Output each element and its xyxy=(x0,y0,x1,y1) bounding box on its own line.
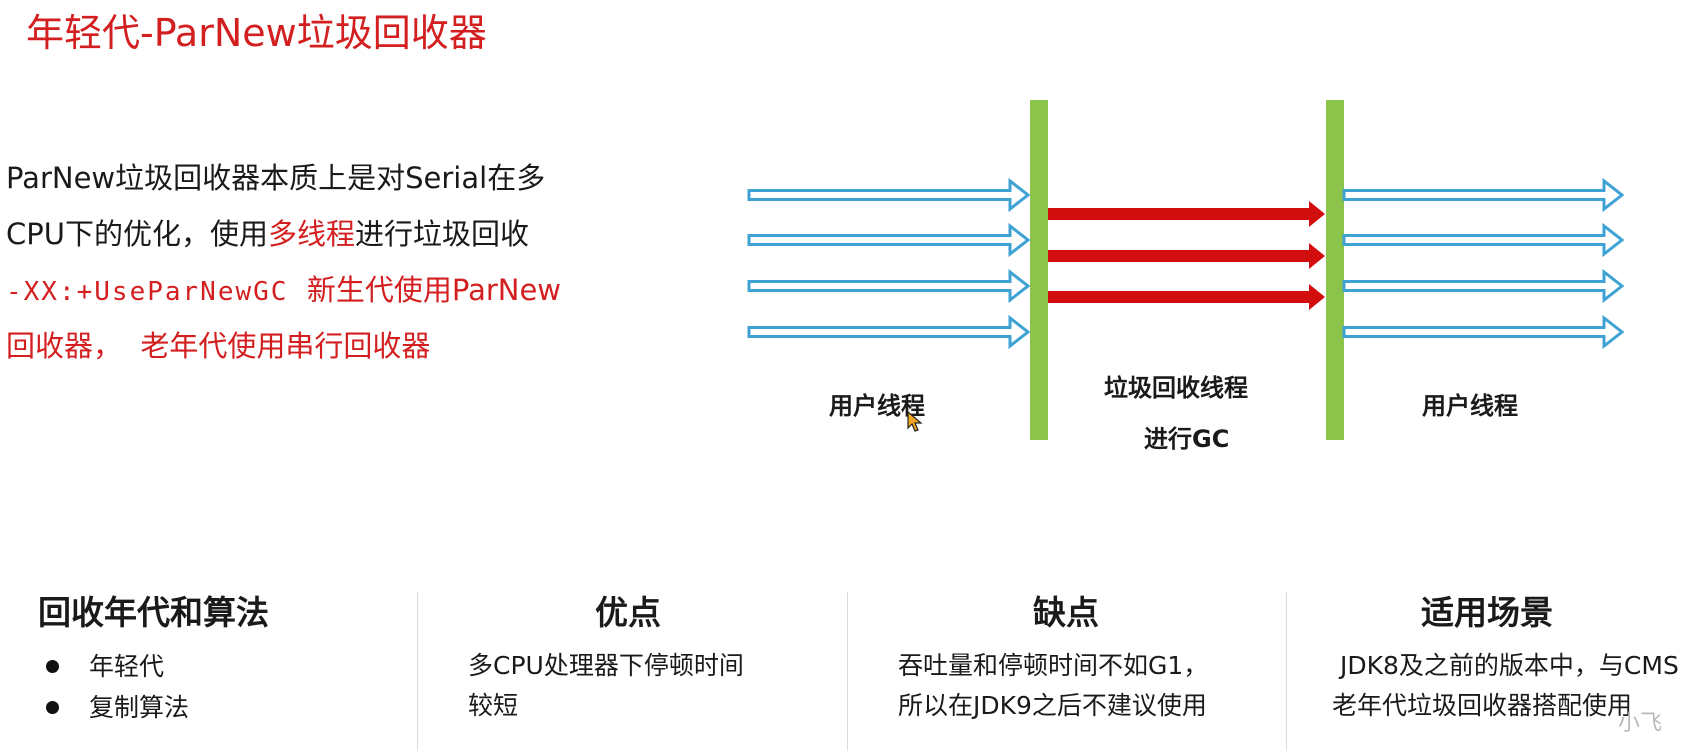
description-line-3: -XX:+UseParNewGC 新生代使用ParNew xyxy=(6,262,646,318)
bullet-icon xyxy=(46,701,59,714)
gc-thread-label: 垃圾回收线程 xyxy=(1104,374,1248,402)
safepoint-bar-left xyxy=(1030,100,1048,440)
use-cases-header: 适用场景 xyxy=(1421,593,1553,632)
disadvantages-column: 缺点 吞吐量和停顿时间不如G1， 所以在JDK9之后不建议使用 xyxy=(898,588,1298,751)
algorithm-header: 回收年代和算法 xyxy=(38,593,269,632)
jvm-flag-code: -XX:+UseParNewGC xyxy=(6,277,289,307)
gc-thread-arrow xyxy=(1048,284,1325,310)
watermark: 小飞 xyxy=(1618,711,1663,736)
use-cases-line-2: 老年代垃圾回收器搭配使用 xyxy=(1332,691,1633,720)
description-line-2: CPU下的优化，使用多线程进行垃圾回收 xyxy=(6,206,646,262)
left-user-thread-arrows xyxy=(747,177,1031,350)
description: ParNew垃圾回收器本质上是对Serial在多 CPU下的优化，使用多线程进行… xyxy=(6,150,646,374)
user-thread-arrow xyxy=(747,222,1031,258)
algorithm-column: 回收年代和算法 年轻代 复制算法 xyxy=(38,588,408,751)
disadvantages-header: 缺点 xyxy=(1033,593,1099,632)
description-line-2-suffix: 进行垃圾回收 xyxy=(354,217,529,251)
column-divider xyxy=(1286,592,1287,751)
list-item: 复制算法 xyxy=(38,687,408,728)
safepoint-bar-right xyxy=(1326,100,1344,440)
description-line-3-text: 新生代使用ParNew xyxy=(306,273,562,307)
right-user-thread-label: 用户线程 xyxy=(1422,392,1518,420)
user-thread-arrow xyxy=(1342,314,1625,350)
algorithm-item-generation: 年轻代 xyxy=(89,652,165,681)
user-thread-arrow xyxy=(747,177,1031,213)
gc-thread-arrow xyxy=(1048,243,1325,269)
column-divider xyxy=(847,592,848,751)
gc-thread-sublabel: 进行GC xyxy=(1144,425,1230,453)
description-line-2-prefix: CPU下的优化，使用 xyxy=(6,217,268,251)
right-user-thread-arrows xyxy=(1342,177,1625,350)
user-thread-arrow xyxy=(747,268,1031,304)
user-thread-arrow xyxy=(1342,222,1625,258)
use-cases-line-1: JDK8及之前的版本中，与CMS xyxy=(1340,651,1679,680)
user-thread-arrow xyxy=(1342,268,1625,304)
page-title: 年轻代-ParNew垃圾回收器 xyxy=(26,11,487,55)
gc-thread-arrow xyxy=(1048,201,1325,227)
advantages-header: 优点 xyxy=(595,593,661,632)
user-thread-arrow xyxy=(747,314,1031,350)
disadvantages-line-2: 所以在JDK9之后不建议使用 xyxy=(898,691,1207,720)
advantages-column: 优点 多CPU处理器下停顿时间 较短 xyxy=(468,588,848,751)
disadvantages-line-1: 吞吐量和停顿时间不如G1， xyxy=(898,651,1209,680)
gc-thread-arrows xyxy=(1048,201,1325,310)
multithread-highlight: 多线程 xyxy=(267,217,355,251)
description-line-1: ParNew垃圾回收器本质上是对Serial在多 xyxy=(6,161,546,195)
mouse-cursor-icon xyxy=(907,411,923,432)
advantages-line-2: 较短 xyxy=(468,691,519,720)
use-cases-column: 适用场景 JDK8及之前的版本中，与CMS 老年代垃圾回收器搭配使用 xyxy=(1332,588,1692,751)
gc-thread-diagram xyxy=(747,100,1625,440)
description-line-4: 回收器， 老年代使用串行回收器 xyxy=(6,329,431,363)
user-thread-arrow xyxy=(1342,177,1625,213)
bullet-icon xyxy=(46,660,59,673)
column-divider xyxy=(417,592,418,751)
advantages-line-1: 多CPU处理器下停顿时间 xyxy=(468,651,744,680)
algorithm-item-copy: 复制算法 xyxy=(89,693,190,722)
list-item: 年轻代 xyxy=(38,646,408,687)
